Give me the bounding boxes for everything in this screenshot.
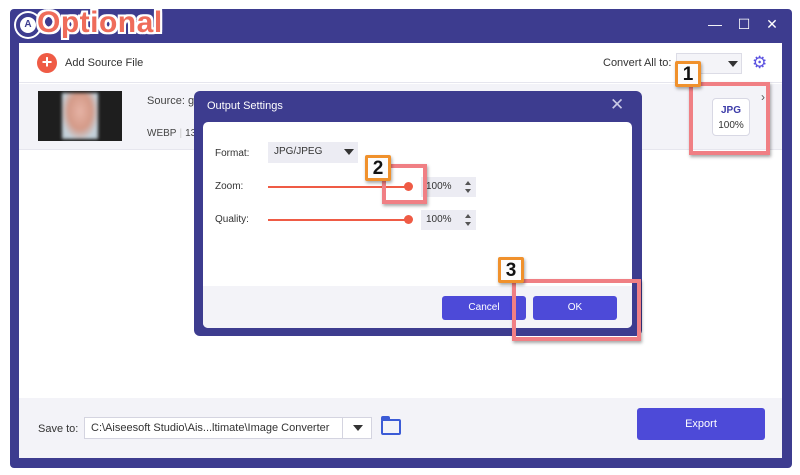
file-thumbnail	[38, 91, 122, 141]
watermark-text: Optional	[37, 6, 163, 39]
chevron-down-icon	[728, 61, 738, 67]
thumbnail-image	[62, 93, 98, 139]
chevron-down-icon	[353, 425, 363, 431]
save-path-dropdown[interactable]	[342, 417, 372, 439]
zoom-slider-handle[interactable]	[403, 182, 413, 191]
file-size: 13	[185, 128, 197, 139]
quality-value-field[interactable]: 100%	[421, 210, 476, 230]
ok-button[interactable]: OK	[533, 296, 617, 320]
annotation-tag-1: 1	[675, 61, 701, 87]
convert-all-label: Convert All to:	[603, 57, 672, 69]
source-label: Source: g	[147, 95, 195, 107]
chevron-right-icon[interactable]: ›	[761, 90, 765, 104]
folder-icon-tab	[381, 416, 390, 420]
highlight-box-1	[689, 82, 770, 155]
add-source-file-button[interactable]: + Add Source File	[37, 53, 143, 73]
save-path-field[interactable]: C:\Aiseesoft Studio\Ais...ltimate\Image …	[84, 417, 372, 439]
highlight-box-3	[512, 279, 641, 341]
output-format-label: JPG	[720, 105, 741, 116]
minimize-icon[interactable]: —	[708, 16, 722, 32]
zoom-slider-track[interactable]	[268, 186, 408, 188]
format-label: Format:	[215, 148, 250, 159]
gear-icon[interactable]: ⚙	[752, 53, 768, 72]
folder-icon[interactable]	[381, 419, 401, 435]
highlight-box-2	[382, 164, 427, 204]
dialog-title: Output Settings	[207, 100, 283, 112]
plus-icon: +	[37, 53, 57, 73]
maximize-icon[interactable]: ☐	[737, 16, 751, 32]
format-select[interactable]: JPG/JPEG	[268, 142, 358, 163]
dialog-close-icon[interactable]: ✕	[610, 95, 625, 114]
quality-increment-icon[interactable]	[465, 214, 471, 218]
zoom-value-field[interactable]: 100%	[421, 177, 476, 197]
quality-slider-handle[interactable]	[403, 215, 413, 224]
export-button[interactable]: Export	[637, 408, 765, 440]
output-settings-dialog: Output Settings ✕ Format: JPG/JPEG Zoom:…	[194, 91, 642, 336]
zoom-label: Zoom:	[215, 181, 244, 192]
save-to-label: Save to:	[38, 423, 79, 435]
chevron-down-icon	[344, 149, 354, 155]
file-meta: WEBP|13	[147, 128, 196, 139]
dialog-body: Format: JPG/JPEG Zoom: 100% Quality: 100…	[203, 122, 632, 328]
annotation-tag-3: 3	[498, 257, 524, 283]
format-value: JPG/JPEG	[274, 146, 323, 157]
close-icon[interactable]: ✕	[766, 16, 778, 32]
output-format-button[interactable]: JPG 100%	[712, 98, 750, 136]
zoom-increment-icon[interactable]	[465, 181, 471, 185]
quality-value: 100%	[426, 214, 452, 225]
quality-slider-track[interactable]	[268, 219, 408, 221]
annotation-tag-2: 2	[365, 155, 391, 181]
quality-decrement-icon[interactable]	[465, 222, 471, 226]
meta-divider: |	[179, 128, 183, 139]
quality-label: Quality:	[215, 214, 249, 225]
bottom-bar: Save to: C:\Aiseesoft Studio\Ais...ltima…	[19, 398, 782, 458]
toolbar: + Add Source File Convert All to: ⚙	[19, 43, 782, 83]
zoom-decrement-icon[interactable]	[465, 189, 471, 193]
add-source-file-label: Add Source File	[65, 57, 144, 69]
app-logo-icon: A	[16, 13, 40, 37]
zoom-value: 100%	[426, 181, 452, 192]
output-quality-label: 100%	[718, 120, 744, 131]
file-format: WEBP	[147, 128, 177, 139]
